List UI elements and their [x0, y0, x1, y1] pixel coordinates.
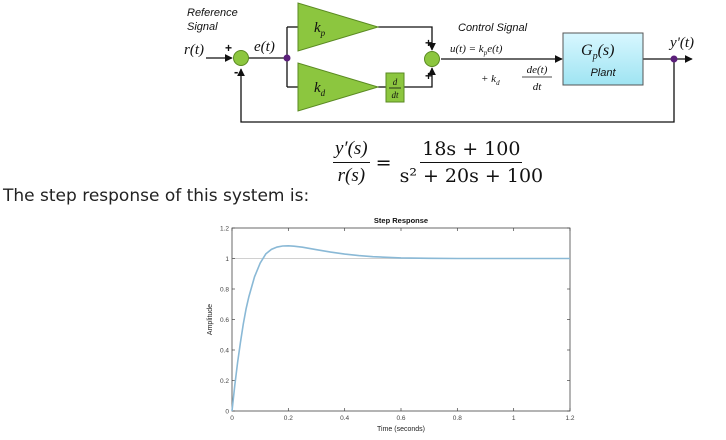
transfer-function: y′(s) r(s) = 18s + 100 s² + 20s + 100	[333, 138, 545, 187]
input-label: r(t)	[184, 42, 204, 58]
kp-gain-block	[297, 2, 380, 52]
output-label: y'(t)	[668, 35, 694, 51]
step-response-chart: 0 0.2 0.4 0.6 0.8 1 1.2 0 0.2 0.4 0.6 0.8 1 1.2 Step R…	[196, 210, 596, 438]
control-signal-label: Control Signal	[458, 22, 528, 34]
tf-rhs-numerator: 18s + 100	[420, 138, 523, 163]
x-tick-label: 0.8	[453, 415, 462, 422]
chart-title: Step Response	[374, 216, 428, 225]
y-tick-label: 1.2	[220, 225, 229, 232]
sum1-minus-sign: -	[234, 64, 238, 79]
sum2-plus-bottom: +	[425, 69, 432, 83]
tf-lhs-numerator: y′(s)	[333, 138, 370, 163]
step-response-caption: The step response of this system is:	[3, 186, 310, 206]
tf-lhs-denominator: r(s)	[337, 165, 366, 186]
x-tick-label: 1.2	[565, 415, 574, 422]
reference-label-line1: Reference	[187, 7, 238, 19]
tf-equals: =	[375, 151, 392, 174]
x-tick-label: 1	[512, 415, 516, 422]
tf-lhs-fraction: y′(s) r(s)	[333, 138, 370, 187]
sum2-plus-top: +	[425, 36, 432, 50]
error-label: e(t)	[254, 39, 275, 55]
summing-junction-error	[233, 50, 249, 66]
derivative-block	[385, 72, 405, 103]
derivative-den: dt	[391, 90, 399, 100]
x-axis-label: Time (seconds)	[377, 426, 425, 433]
control-equation-line2-prefix: + kd	[481, 73, 500, 87]
y-tick-label: 0.6	[220, 317, 229, 324]
y-tick-label: 0.8	[220, 286, 229, 293]
plant-label: Plant	[590, 67, 616, 79]
y-tick-label: 0	[225, 408, 229, 415]
kd-label: kd	[314, 80, 326, 98]
pid-block-diagram: Reference Signal r(t) + - e(t) + + kp kd	[184, 2, 694, 123]
y-tick-label: 0.4	[220, 347, 229, 354]
x-tick-label: 0.6	[396, 415, 405, 422]
plot-area	[231, 227, 571, 412]
sum1-plus-sign: +	[225, 41, 232, 55]
control-equation-line2-num: de(t)	[527, 64, 548, 76]
y-tick-label: 1	[225, 256, 229, 263]
kd-gain-block	[297, 62, 380, 112]
output-branch-point	[670, 55, 678, 63]
step-response-line	[231, 245, 570, 412]
kp-output-wire	[378, 26, 436, 51]
plant-transfer-function: Gp(s)	[581, 42, 614, 62]
error-branch-point	[283, 54, 291, 62]
control-equation-line2-den: dt	[533, 81, 543, 93]
reference-label-line2: Signal	[187, 21, 218, 33]
feedback-wire	[237, 59, 675, 123]
tf-rhs-denominator: s² + 20s + 100	[399, 165, 544, 187]
y-tick-label: 0.2	[220, 378, 229, 385]
x-tick-label: 0.2	[284, 415, 293, 422]
deriv-output-wire	[404, 67, 436, 88]
transfer-function-row: y′(s) r(s) = 18s + 100 s² + 20s + 100	[0, 138, 726, 188]
y-axis-label: Amplitude	[207, 304, 214, 335]
x-tick-label: 0.4	[340, 415, 349, 422]
x-tick-label: 0	[230, 415, 234, 422]
plant-block	[562, 32, 644, 86]
tf-rhs-fraction: 18s + 100 s² + 20s + 100	[398, 138, 546, 187]
summing-junction-control	[424, 51, 440, 67]
derivative-num: d	[393, 77, 398, 87]
kp-label: kp	[314, 20, 326, 38]
control-equation-line1: u(t) = kpe(t)	[450, 43, 503, 57]
